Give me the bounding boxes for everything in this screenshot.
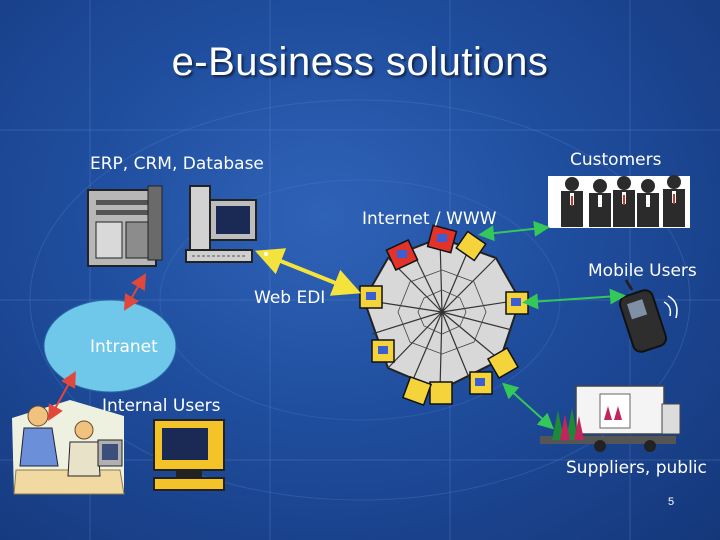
internal-users-label: Internal Users	[102, 396, 221, 416]
server-icon	[87, 185, 163, 267]
intranet-label: Intranet	[90, 337, 158, 357]
arrow-internet-customers	[478, 220, 550, 242]
arrow-web-edi	[255, 248, 361, 296]
mobile-users-label: Mobile Users	[588, 261, 697, 281]
arrow-hub-mobile	[522, 288, 626, 310]
page-number: 5	[668, 496, 675, 508]
terminal-computer-icon	[153, 419, 225, 491]
arrow-hub-suppliers	[502, 382, 554, 430]
suppliers-public-label: Suppliers, public	[566, 458, 707, 478]
desktop-computer-icon	[185, 185, 257, 263]
mobile-phone-icon	[618, 279, 678, 353]
customers-people-icon	[548, 175, 690, 228]
arrow-intranet-users	[48, 371, 76, 421]
page-title: e-Business solutions	[171, 40, 549, 84]
delivery-truck-icon	[540, 385, 681, 452]
office-workers-icon	[12, 400, 125, 495]
network-hub-icon	[359, 224, 529, 407]
intranet-ellipse	[43, 299, 177, 393]
arrow-server-intranet	[123, 273, 147, 311]
erp-crm-database-label: ERP, CRM, Database	[90, 154, 264, 174]
internet-www-label: Internet / WWW	[362, 209, 497, 229]
customers-label: Customers	[570, 150, 662, 170]
web-edi-label: Web EDI	[254, 288, 326, 308]
